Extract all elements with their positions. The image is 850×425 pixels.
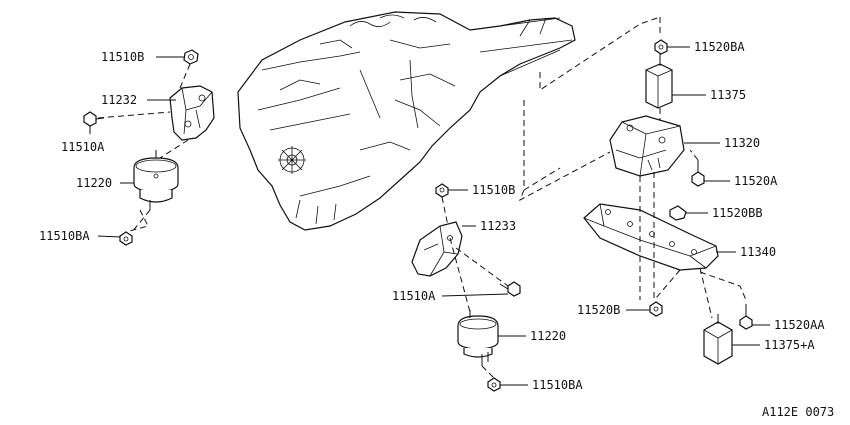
label-11510b-left: 11510B (101, 50, 144, 64)
nut-11520b (649, 301, 663, 317)
label-11520bb: 11520BB (712, 206, 763, 220)
bolt-11520aa (739, 304, 753, 330)
insulator-11375 (645, 56, 673, 109)
leader-line (97, 235, 121, 238)
rear-mount-group (519, 16, 770, 365)
label-11520ba: 11520BA (694, 40, 745, 54)
engine-mount-11220-left (133, 150, 179, 210)
label-11520aa: 11520AA (774, 318, 825, 332)
label-11510ba-center: 11510BA (532, 378, 583, 392)
nut-11510b-left (183, 49, 199, 65)
nut-11520ba (654, 39, 668, 55)
center-engine-mount-group (411, 183, 528, 392)
label-11510b-center: 11510B (472, 183, 515, 197)
nut-11510ba-left (119, 231, 133, 246)
label-11220-center: 11220 (530, 329, 566, 343)
label-11510ba-left: 11510BA (39, 229, 90, 243)
insulator-11375-a (703, 314, 733, 365)
bracket-11232 (169, 85, 215, 141)
bolt-11510a-center (499, 281, 521, 297)
label-11340: 11340 (740, 245, 776, 259)
label-11510a-center: 11510A (392, 289, 436, 303)
label-11232: 11232 (101, 93, 137, 107)
leader-line (441, 293, 509, 297)
crossmember-11340 (583, 203, 719, 271)
nut-11510ba-center (487, 377, 501, 392)
clip-11520bb (669, 205, 687, 221)
bracket-11233 (411, 221, 463, 277)
engine-mount-11220-center (457, 310, 499, 366)
label-11375: 11375 (710, 88, 746, 102)
bolt-11510a-left (83, 111, 105, 127)
member-11320 (609, 115, 685, 177)
label-11520a: 11520A (734, 174, 778, 188)
figure-code: A112E 0073 (762, 405, 834, 419)
left-engine-mount-group (83, 49, 215, 246)
nut-11510b-center (435, 183, 449, 198)
bolt-11520a (691, 160, 705, 187)
label-11520b: 11520B (577, 303, 620, 317)
callout-labels: 11510B 11232 11510A 11220 11510BA 11520B… (39, 40, 834, 419)
label-11320: 11320 (724, 136, 760, 150)
label-11510a-left: 11510A (61, 140, 105, 154)
engine-transmission-assembly (237, 11, 576, 231)
label-11233: 11233 (480, 219, 516, 233)
label-11375-a: 11375+A (764, 338, 815, 352)
label-11220-left: 11220 (76, 176, 112, 190)
